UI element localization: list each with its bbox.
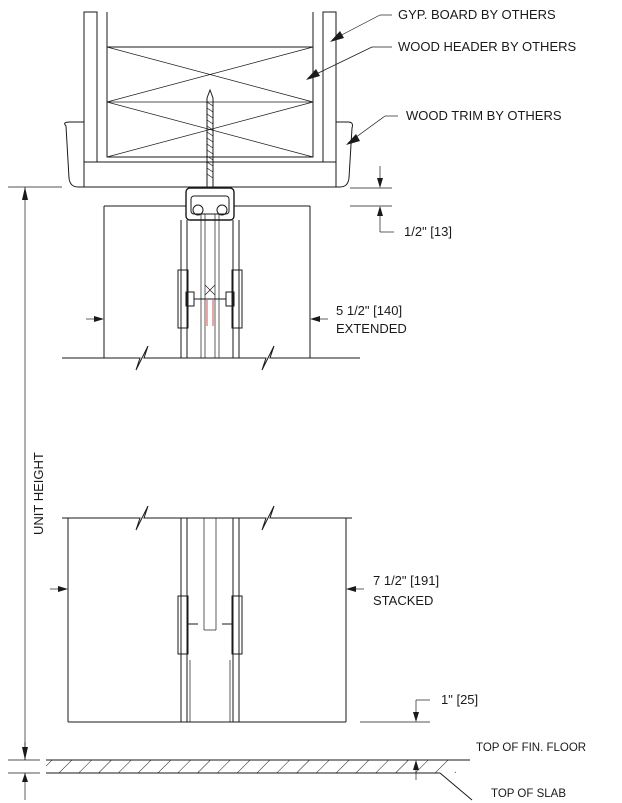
wood-header-label: WOOD HEADER BY OTHERS: [398, 39, 577, 54]
panel-extended-section: [62, 205, 360, 371]
callout-leaders: [306, 14, 398, 145]
unit-height-label: UNIT HEIGHT: [31, 452, 46, 535]
top-gap-dimension: [350, 166, 394, 233]
wood-header-assembly: [64, 11, 353, 188]
panel-stacked-section: [62, 505, 352, 723]
wood-trim-label: WOOD TRIM BY OTHERS: [406, 108, 562, 123]
top-gap-value: 1/2" [13]: [404, 224, 452, 239]
stacked-width-label: STACKED: [373, 593, 433, 608]
floor-gap-dimension: [360, 699, 430, 780]
gyp-board-label: GYP. BOARD BY OTHERS: [398, 7, 556, 22]
gyp-board-right: [322, 11, 337, 163]
extended-width-dimension: [86, 316, 328, 322]
finished-floor-slab: [46, 759, 473, 801]
wood-trim: [64, 121, 353, 188]
screw-fastener: [206, 88, 214, 188]
wood-header-section: [106, 12, 314, 158]
top-track-channel: [185, 187, 235, 221]
top-of-slab-label: TOP OF SLAB: [491, 788, 566, 800]
extended-width-label: EXTENDED: [336, 321, 407, 336]
top-of-fin-floor-label: TOP OF FIN. FLOOR: [476, 742, 586, 754]
extended-width-value: 5 1/2" [140]: [336, 303, 402, 318]
stacked-width-dimension: [50, 586, 364, 592]
stacked-width-value: 7 1/2" [191]: [373, 573, 439, 588]
unit-height-dimension: [8, 186, 62, 800]
floor-gap-value: 1" [25]: [441, 692, 478, 707]
gyp-board-left: [83, 11, 98, 163]
